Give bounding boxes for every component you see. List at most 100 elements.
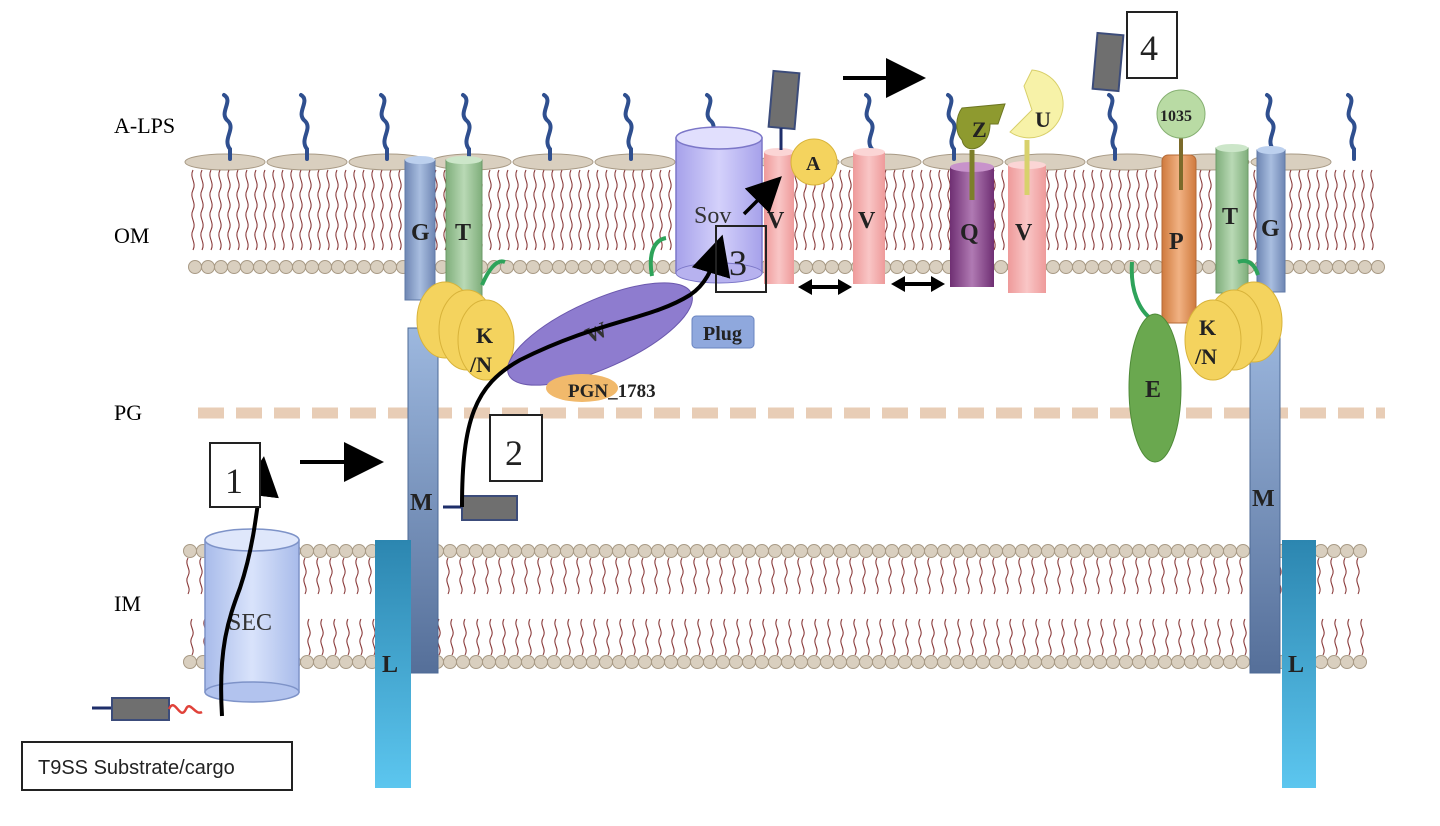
lipid-tail (1334, 169, 1338, 251)
lipid-head (625, 655, 639, 669)
lipid-tail (1136, 169, 1140, 251)
lipid-head (534, 544, 548, 558)
lipid-head (898, 544, 912, 558)
protein-pgn1783 (546, 374, 618, 402)
lipid-head (331, 260, 345, 274)
lipid-head (976, 655, 990, 669)
lipid-head (1072, 260, 1086, 274)
lipid-tail (1213, 557, 1217, 595)
lipid-head (495, 544, 509, 558)
protein-t-left: T (445, 156, 483, 301)
lipid-head (1327, 544, 1341, 558)
lipid-tail (1307, 169, 1311, 251)
lipid-tail (879, 618, 883, 656)
lps-head (1086, 153, 1168, 171)
lipid-tail (459, 557, 463, 595)
kn-right-k: K (1199, 315, 1216, 340)
lipid-head (690, 544, 704, 558)
kn-left-k: K (476, 323, 493, 348)
lipid-tail (650, 169, 654, 251)
lipid-tail (801, 618, 805, 656)
lipid-head (534, 655, 548, 669)
lipid-tail (1009, 618, 1013, 656)
lipid-head (924, 544, 938, 558)
lipid-tail (299, 169, 303, 251)
lipid-tail (541, 618, 545, 656)
lipid-tail (892, 618, 896, 656)
lipid-head (339, 655, 353, 669)
sov-linker (648, 236, 667, 277)
lipid-tail (1001, 169, 1005, 251)
lipid-head (599, 544, 613, 558)
lipid-head (1054, 544, 1068, 558)
lipid-head (846, 544, 860, 558)
lps-head (594, 153, 676, 171)
lipid-head (994, 260, 1008, 274)
lipid-tail (628, 557, 632, 595)
lipid-head (573, 655, 587, 669)
lipid-tail (1070, 557, 1074, 595)
lipid-head (1171, 655, 1185, 669)
lipid-tail (884, 169, 888, 251)
lipid-tail (814, 618, 818, 656)
lipid-tail (823, 557, 827, 595)
lipid-head (552, 260, 566, 274)
lipid-tail (316, 557, 320, 595)
layer-label-om: OM (114, 223, 149, 248)
lipid-head (729, 544, 743, 558)
lipid-head (443, 655, 457, 669)
lipid-tail (719, 557, 723, 595)
t-right-linker (1237, 258, 1260, 276)
lipid-head (1210, 544, 1224, 558)
lipid-head (1340, 544, 1354, 558)
inner-membrane (183, 544, 1367, 669)
lipid-tail (1083, 557, 1087, 595)
lipid-head (1098, 260, 1112, 274)
protein-g-left: G (404, 156, 436, 301)
lipid-head (300, 655, 314, 669)
lipid-tail (1154, 169, 1158, 251)
lipid-tail (1057, 557, 1061, 595)
lipid-head (1106, 544, 1120, 558)
lipid-tail (668, 169, 672, 251)
lipid-head (482, 655, 496, 669)
sec-translocon: SEC (204, 528, 300, 703)
cargo-at-v (767, 69, 801, 131)
lipid-head (352, 544, 366, 558)
lipid-tail (684, 618, 688, 656)
lipid-tail (706, 557, 710, 595)
lipid-head (1314, 544, 1328, 558)
lipid-head (742, 544, 756, 558)
lipid-head (625, 544, 639, 558)
lipid-tail (245, 169, 249, 251)
lipid-tail (576, 557, 580, 595)
lipid-head (630, 260, 644, 274)
lipid-tail (849, 557, 853, 595)
lipid-tail (368, 557, 372, 595)
lipid-head (482, 544, 496, 558)
lipid-tail (888, 557, 892, 595)
lipid-head (344, 260, 358, 274)
lipid-head (1046, 260, 1060, 274)
lipid-tail (1174, 557, 1178, 595)
lipid-head (872, 655, 886, 669)
lipid-head (352, 655, 366, 669)
step-box-1: 1 (209, 442, 261, 508)
lipid-tail (200, 169, 204, 251)
lps-chain (542, 93, 553, 161)
lipid-tail (929, 169, 933, 251)
lipid-tail (1204, 618, 1208, 656)
lipid-tail (488, 169, 492, 251)
v2-label: V (858, 208, 876, 234)
lipid-head (279, 260, 293, 274)
lipid-tail (671, 618, 675, 656)
cargo-step4 (1091, 31, 1125, 93)
lipid-tail (533, 169, 537, 251)
lipid-tail (723, 618, 727, 656)
protein-u-label: U (1035, 107, 1051, 132)
lipid-head (638, 544, 652, 558)
kn-right-n: /N (1194, 344, 1217, 369)
lipid-tail (784, 557, 788, 595)
lipid-tail (353, 169, 357, 251)
lipid-head (890, 260, 904, 274)
